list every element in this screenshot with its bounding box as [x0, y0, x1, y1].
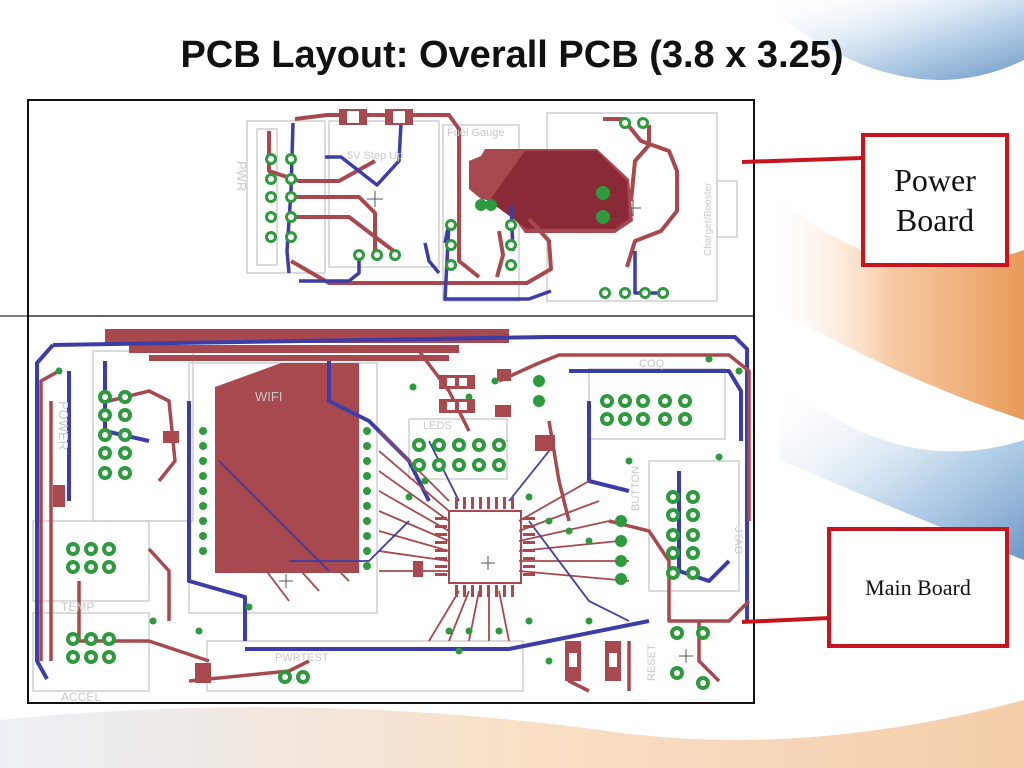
main-board-connector: [742, 616, 831, 624]
label-charger: Charger/Booster: [703, 182, 714, 256]
label-jtag: JTAG: [732, 527, 744, 554]
main-board: POWER WIFI LEDS COQ BUTTON TEMP ACCEL PW…: [32, 329, 751, 704]
label-temp: TEMP: [61, 600, 94, 614]
label-fuel-gauge: Fuel Gauge: [447, 127, 504, 139]
label-wifi: WIFI: [255, 389, 282, 404]
label-accel: ACCEL: [61, 690, 101, 704]
label-pwrtest: PWRTEST: [275, 652, 329, 664]
power-board-callout-line1: Power: [894, 162, 976, 198]
pcb-drawing: PWR 5V Step Up Fuel Gauge Charger/Booste…: [29, 109, 753, 704]
label-pwr: PWR: [234, 161, 249, 191]
power-board-callout: Power Board: [861, 133, 1009, 267]
label-reset: RESET: [646, 644, 658, 681]
label-leds: LEDS: [423, 420, 452, 432]
label-coq: COQ: [639, 358, 665, 370]
pcb-layout-image: PWR 5V Step Up Fuel Gauge Charger/Booste…: [27, 99, 755, 704]
mcu-chip: [435, 497, 535, 597]
label-button: BUTTON: [630, 466, 642, 511]
main-board-callout-text: Main Board: [865, 574, 971, 600]
power-board: PWR 5V Step Up Fuel Gauge Charger/Booste…: [234, 109, 738, 302]
power-board-connector: [742, 156, 863, 164]
power-board-callout-line2: Board: [895, 202, 975, 238]
label-step-up: 5V Step Up: [347, 150, 403, 162]
main-board-callout: Main Board: [827, 527, 1009, 648]
slide-title: PCB Layout: Overall PCB (3.8 x 3.25): [180, 34, 844, 76]
label-power: POWER: [56, 401, 71, 450]
